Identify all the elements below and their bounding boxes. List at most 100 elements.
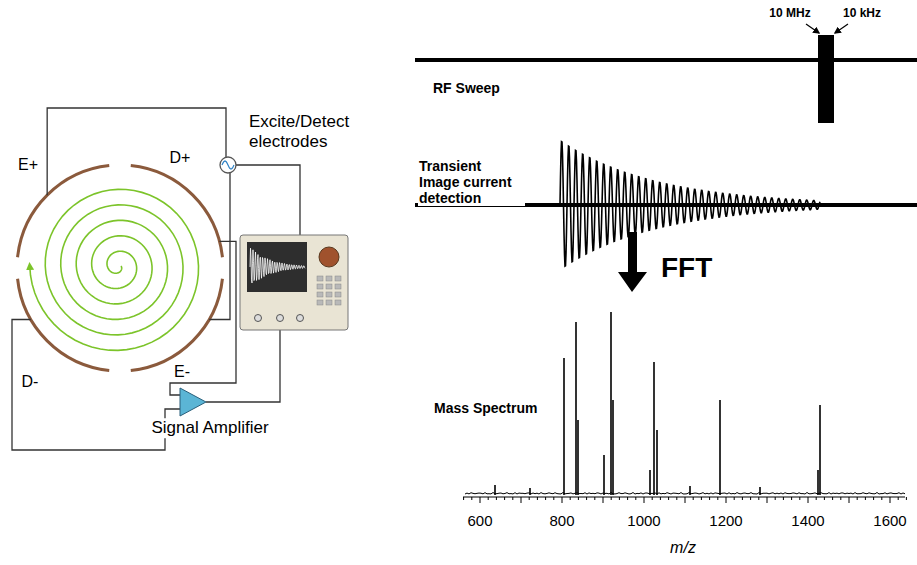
- axis-tick: [808, 497, 809, 503]
- electrode-label: E+: [17, 156, 39, 174]
- spectrum-peak: [575, 322, 577, 495]
- axis-tick: [799, 497, 800, 500]
- axis-tick: [857, 497, 858, 500]
- axis-tick: [545, 497, 546, 500]
- wire: [47, 108, 226, 195]
- axis-tick: [644, 497, 645, 503]
- axis-tick: [840, 497, 841, 500]
- axis-tick: [676, 497, 677, 500]
- timing: [415, 24, 917, 266]
- axis-tick: [726, 497, 727, 503]
- spectrum-peak: [689, 486, 691, 495]
- axis-tick: [504, 497, 505, 500]
- axis-tick: [898, 497, 899, 500]
- axis-tick: [791, 497, 792, 500]
- axis-tick: [668, 497, 669, 500]
- axis-tick: [734, 497, 735, 500]
- transient-waveform: [560, 142, 820, 266]
- axis-tick: [652, 497, 653, 500]
- axis-tick: [463, 497, 464, 500]
- axis-tick: [627, 497, 628, 500]
- electrode-plate: [131, 166, 223, 258]
- axis-tick: [488, 497, 489, 500]
- spectrum-peak: [610, 312, 612, 495]
- spectrum-peak: [494, 485, 496, 495]
- scope-button: [317, 284, 323, 289]
- scope-button: [326, 284, 332, 289]
- wire: [209, 173, 230, 320]
- wire: [206, 330, 280, 402]
- spectrum-peak: [603, 455, 605, 495]
- axis-tick: [521, 497, 522, 503]
- frequency-label: 10 MHz: [768, 7, 811, 21]
- axis-tick: [701, 497, 702, 500]
- spectrum-peak: [577, 420, 579, 495]
- spectrum-peak: [819, 405, 821, 495]
- electrode-plate: [18, 166, 110, 258]
- axis-tick: [685, 497, 686, 503]
- scope-button: [335, 276, 341, 281]
- oscilloscope: [240, 235, 348, 330]
- scope-input-jack: [255, 315, 262, 322]
- rf-sweep-line: [415, 58, 917, 62]
- axis-tick: [586, 497, 587, 500]
- scope-knob: [319, 247, 339, 267]
- axis-tick: [775, 497, 776, 500]
- frequency-label: 10 kHz: [842, 7, 882, 21]
- axis-tick: [693, 497, 694, 500]
- spectrum-peak: [563, 358, 565, 495]
- tick-label: 1200: [708, 512, 743, 529]
- tick-label: 800: [548, 512, 575, 529]
- spectrum-peak: [529, 488, 531, 495]
- axis-tick: [512, 497, 513, 500]
- axis-tick: [849, 497, 850, 503]
- sine-symbol: [222, 161, 234, 169]
- axis-tick: [742, 497, 743, 500]
- axis-tick: [660, 497, 661, 500]
- tick-label: 1000: [626, 512, 661, 529]
- scope-button: [335, 300, 341, 305]
- axis-tick: [570, 497, 571, 500]
- scope-button: [317, 292, 323, 297]
- oscillator-symbol: [220, 157, 236, 173]
- scope-input-jack: [277, 315, 284, 322]
- axis-tick: [881, 497, 882, 500]
- axis-tick: [562, 497, 563, 503]
- amplifier-symbol: [180, 388, 206, 416]
- electrode-plate: [18, 279, 110, 371]
- step-label: FFT: [660, 252, 713, 284]
- trace-label: RF Sweep: [432, 80, 501, 96]
- axis-tick: [832, 497, 833, 500]
- spectrum-peak: [612, 400, 614, 495]
- electrode-label: E-: [173, 363, 191, 381]
- spectrum-peak: [759, 487, 761, 495]
- axis-tick: [480, 497, 481, 503]
- axis-tick: [594, 497, 595, 500]
- axis-tick: [619, 497, 620, 500]
- trace-label: Transient Image current detection: [418, 158, 525, 206]
- icr-cell: [18, 166, 223, 371]
- spectrum-peak: [719, 400, 721, 495]
- scope-button: [326, 300, 332, 305]
- axis-tick: [529, 497, 530, 500]
- spectrum-peak: [649, 470, 651, 495]
- axis-tick: [890, 497, 891, 503]
- scope-button: [317, 276, 323, 281]
- axis-title: m/z: [669, 539, 697, 557]
- rf-sweep-pulse: [818, 35, 834, 123]
- axis-tick: [537, 497, 538, 500]
- axis-tick: [865, 497, 866, 500]
- axis-tick: [709, 497, 710, 500]
- axis-tick: [471, 497, 472, 500]
- spectrum-peak: [656, 430, 658, 495]
- scope-button: [326, 276, 332, 281]
- axis-tick: [717, 497, 718, 500]
- leader-arrow: [806, 24, 819, 33]
- ion-spiral: [30, 189, 199, 350]
- baseline-noise: [465, 493, 905, 494]
- spectrum-peak: [817, 470, 819, 495]
- scope-trace: [250, 248, 305, 283]
- scope-button: [335, 292, 341, 297]
- leader-arrow: [835, 24, 848, 33]
